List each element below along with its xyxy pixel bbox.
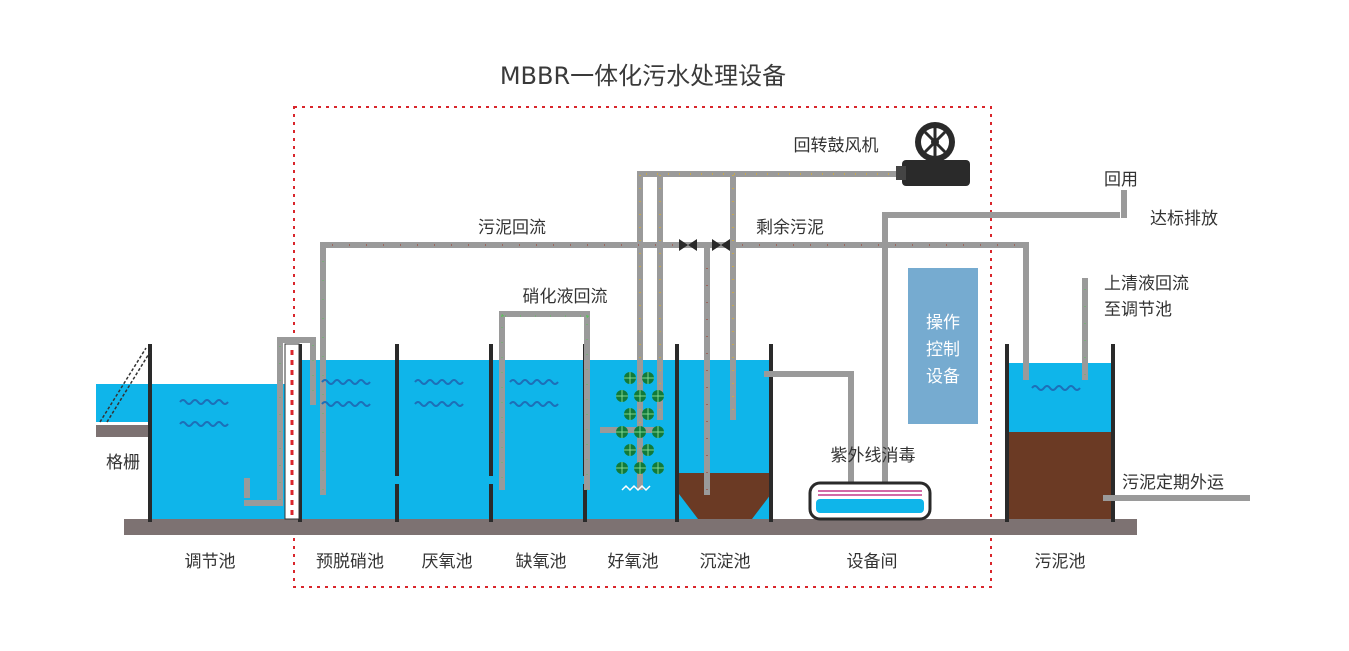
media-ball-rib [642, 408, 654, 420]
control-label-1: 操作 [926, 313, 960, 333]
tank-label-equipment-room: 设备间 [847, 552, 898, 572]
discharge-label: 达标排放 [1150, 209, 1218, 229]
media-ball-rib [652, 390, 664, 402]
uv-disinfection-unit [808, 481, 932, 521]
wall-anaerobic-upper [395, 344, 399, 476]
media-ball-rib [634, 426, 646, 438]
wall-anoxic-upper [489, 344, 493, 476]
media-ball-rib [634, 390, 646, 402]
control-label-2: 控制 [926, 340, 960, 360]
uv-water [816, 499, 924, 513]
wave-mark [1031, 385, 1081, 391]
blower-flange [896, 166, 906, 180]
media-ball-rib [624, 408, 636, 420]
media-ball-rib [652, 426, 664, 438]
wall-sludge-right [1111, 344, 1115, 522]
flow-arrows [279, 173, 1086, 500]
wave-mark [509, 401, 559, 407]
media-ball-rib [642, 372, 654, 384]
media-ball-rib [624, 372, 636, 384]
wave-mark [414, 379, 464, 385]
wave-mark [179, 421, 229, 427]
sedimentation-sludge [679, 473, 771, 519]
wall-anaerobic-lower [395, 484, 399, 522]
media-ball-rib [616, 390, 628, 402]
air-main-pipe [637, 171, 903, 490]
diagram-title: MBBR一体化污水处理设备 [500, 62, 786, 90]
uv-label: 紫外线消毒 [831, 446, 916, 466]
wave-mark [509, 379, 559, 385]
sludge-tank-sludge [1009, 432, 1113, 519]
media-ball-rib [616, 462, 628, 474]
media-ball-rib [616, 426, 628, 438]
control-equipment [908, 268, 978, 424]
regulating-tank-water [150, 384, 286, 519]
sludge-return-label: 污泥回流 [478, 218, 546, 238]
tank-label-sedimentation: 沉淀池 [700, 552, 751, 572]
wall-aerobic-lower [583, 484, 587, 522]
lift-pipe [244, 337, 316, 506]
wall-sludge-left [1005, 344, 1009, 522]
tank-label-anaerobic: 厌氧池 [422, 552, 473, 572]
wall-sedimentation-right [769, 344, 773, 522]
discharge-pipe [882, 212, 1120, 483]
wave-mark [321, 401, 371, 407]
reuse-label: 回用 [1104, 170, 1138, 190]
water-waves [179, 379, 1081, 427]
valves [679, 239, 730, 251]
wall-pre-denitrification-left [298, 344, 302, 522]
media-ball-rib [634, 462, 646, 474]
tank-label-regulating: 调节池 [185, 552, 236, 572]
sludge-out-label: 污泥定期外运 [1122, 473, 1224, 493]
valve-excess-sludge [712, 239, 730, 251]
tank-label-sludge: 污泥池 [1035, 552, 1086, 572]
mbbr-media [616, 372, 664, 474]
supernatant-label-1: 上清液回流 [1104, 274, 1189, 294]
blower-label: 回转鼓风机 [794, 136, 879, 156]
aeration-diffuser [621, 484, 651, 492]
wave-mark [321, 379, 371, 385]
media-ball-rib [624, 444, 636, 456]
excess-sludge-label: 剩余污泥 [756, 218, 824, 238]
screen-label: 格栅 [106, 453, 140, 473]
nitrate-arrows [500, 313, 590, 490]
tank-label-pre-denitrification: 预脱硝池 [316, 552, 384, 572]
tank-label-anoxic: 缺氧池 [516, 552, 567, 572]
control-label-3: 设备 [926, 367, 960, 387]
blower-body [902, 160, 970, 186]
screen-water [96, 384, 150, 422]
wave-mark [414, 401, 464, 407]
screen-ledge [96, 425, 152, 437]
wall-regulating-left [148, 344, 152, 522]
tank-labels: 调节池 预脱硝池 厌氧池 缺氧池 好氧池 沉淀池 设备间 污泥池 [185, 552, 1086, 572]
wave-mark [179, 399, 229, 405]
valve-sludge-return [679, 239, 697, 251]
roots-blower [896, 122, 970, 186]
wall-anoxic-lower [489, 484, 493, 522]
tank-label-aerobic: 好氧池 [608, 552, 659, 572]
supernatant-label-2: 至调节池 [1104, 300, 1172, 320]
effluent-to-uv-pipe [764, 371, 854, 483]
nitrate-return-label: 硝化液回流 [523, 287, 608, 307]
wall-sedimentation-left [675, 344, 679, 522]
media-ball-rib [642, 444, 654, 456]
media-ball-rib [652, 462, 664, 474]
screen-mesh [99, 347, 151, 423]
sludge-return-pipe [320, 242, 1029, 495]
ground-base [124, 519, 1137, 535]
